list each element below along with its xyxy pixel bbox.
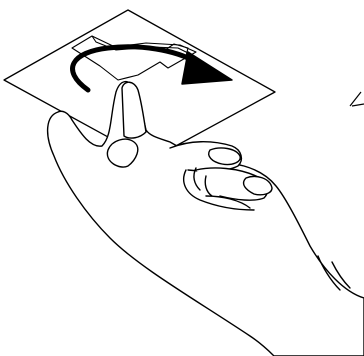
- illustration-figure: [0, 0, 364, 356]
- illustration-svg: [0, 0, 364, 356]
